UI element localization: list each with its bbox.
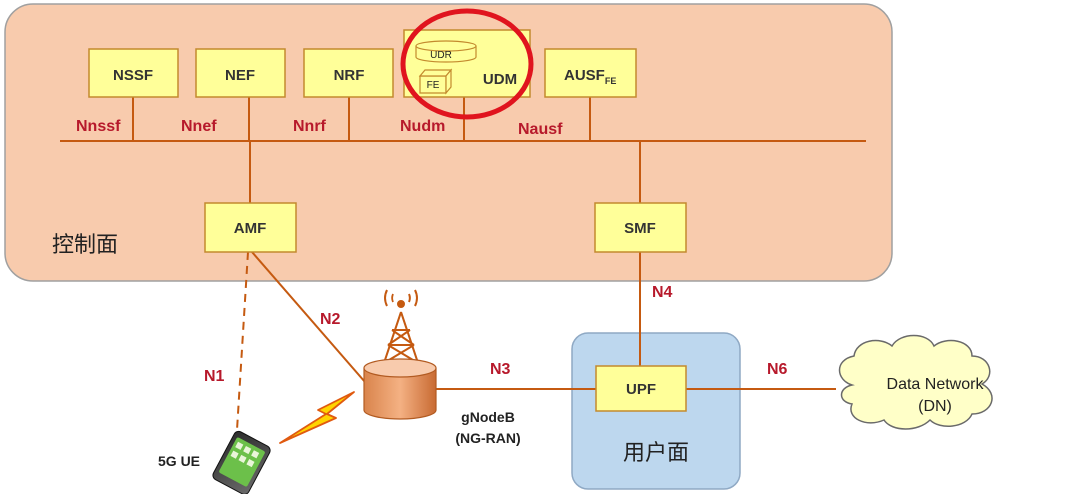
phone-icon — [212, 430, 271, 494]
ausf-main-text: AUSF — [564, 67, 605, 84]
control-plane-label: 控制面 — [52, 233, 118, 258]
udr-database-icon: UDR — [415, 40, 477, 63]
iface-n4: N4 — [652, 284, 673, 301]
link-n1 — [235, 251, 249, 447]
nf-upf: UPF — [595, 365, 687, 412]
service-bus — [60, 97, 866, 203]
nf-amf: AMF — [204, 202, 297, 253]
nf-ausf-label: AUSFFE — [564, 67, 616, 86]
nf-nef-label: NEF — [225, 67, 255, 84]
nf-nef: NEF — [195, 48, 286, 98]
nf-nrf-label: NRF — [334, 67, 365, 84]
dn-label-line2: (DN) — [918, 398, 952, 415]
ue-label: 5G UE — [158, 453, 200, 469]
nf-nssf: NSSF — [88, 48, 179, 98]
iface-nausf: Nausf — [518, 121, 563, 138]
user-plane-label: 用户面 — [623, 441, 689, 466]
ausf-subscript-text: FE — [605, 76, 617, 86]
nf-upf-label: UPF — [626, 381, 656, 398]
radio-link-lightning-icon — [279, 391, 355, 444]
iface-nudm: Nudm — [400, 118, 445, 135]
udr-label: UDR — [430, 50, 452, 61]
iface-nnrf: Nnrf — [293, 118, 327, 135]
nf-nrf: NRF — [303, 48, 394, 98]
nf-smf-label: SMF — [624, 220, 656, 237]
data-network-cloud-icon — [838, 334, 993, 430]
nf-nssf-label: NSSF — [113, 67, 153, 84]
iface-n2: N2 — [320, 311, 341, 328]
iface-nnef: Nnef — [181, 118, 217, 135]
iface-n3: N3 — [490, 361, 511, 378]
gnodeb-label: gNodeB — [461, 409, 515, 425]
fe-label: FE — [427, 80, 440, 91]
ng-ran-label: (NG-RAN) — [455, 430, 520, 446]
gnodeb-base-station-icon — [363, 358, 437, 420]
nf-udm-label: UDM — [483, 71, 517, 88]
iface-n6: N6 — [767, 361, 788, 378]
antenna-tower-icon — [383, 289, 419, 364]
dn-label-line1: Data Network — [887, 376, 985, 393]
udm-highlight-circle — [400, 8, 534, 120]
iface-n1: N1 — [204, 368, 225, 385]
iface-nnssf: Nnssf — [76, 118, 121, 135]
nf-amf-label: AMF — [234, 220, 267, 237]
nf-ausf: AUSFFE — [544, 48, 637, 98]
link-n2 — [251, 251, 366, 383]
nf-smf: SMF — [594, 202, 687, 253]
fe-box-icon: FE — [418, 68, 453, 95]
nf-udm: UDR FE UDM — [403, 29, 531, 98]
